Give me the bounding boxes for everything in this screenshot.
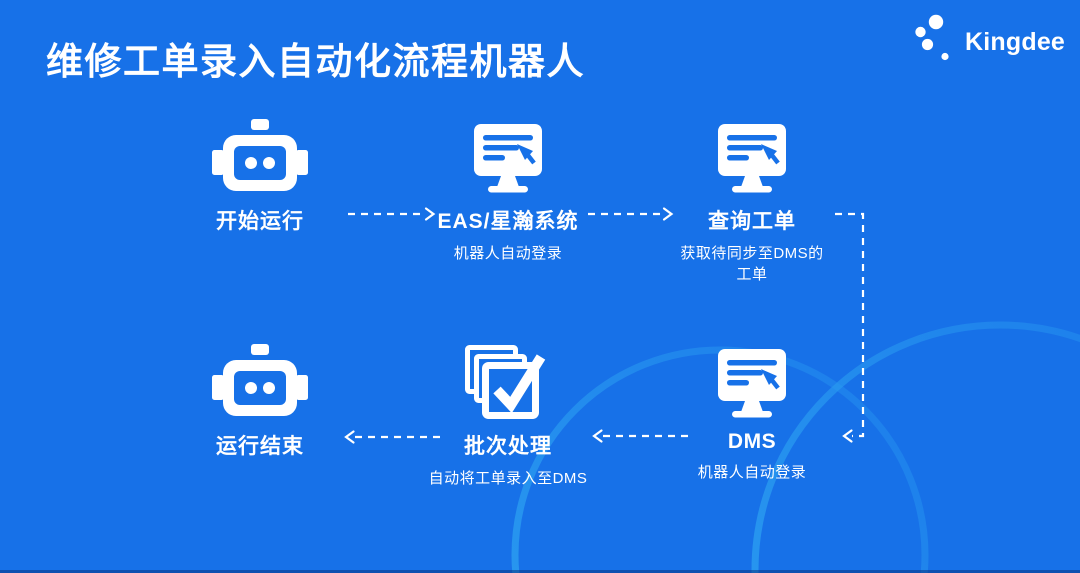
bottom-edge-strip [0, 570, 1080, 573]
node-subtitle: 机器人自动登录 [453, 245, 563, 262]
node-subtitle: 自动将工单录入至DMS [428, 470, 588, 487]
node-label: 查询工单 [708, 210, 796, 233]
flow-node-end: 运行结束 [150, 343, 370, 460]
flow-node-query: 查询工单 获取待同步至DMS的工单 [642, 118, 862, 285]
node-label: EAS/星瀚系统 [437, 210, 579, 233]
kingdee-logo: Kingdee [912, 13, 1065, 65]
monitor-icon [713, 118, 791, 200]
page-title: 维修工单录入自动化流程机器人 [46, 41, 585, 82]
kingdee-logo-text: Kingdee [965, 28, 1066, 56]
batch-check-icon [465, 343, 551, 425]
robot-icon [212, 343, 308, 425]
flow-node-start: 开始运行 [150, 118, 370, 235]
monitor-icon [469, 118, 547, 200]
kingdee-logo-dots-icon [915, 14, 949, 61]
node-label: 运行结束 [216, 435, 304, 458]
node-subtitle: 机器人自动登录 [697, 464, 807, 481]
node-label: 批次处理 [464, 435, 552, 458]
node-subtitle: 获取待同步至DMS的工单 [680, 245, 824, 283]
robot-icon [212, 118, 308, 200]
flow-node-dms: DMS 机器人自动登录 [642, 343, 862, 483]
monitor-icon [713, 343, 791, 425]
flow-node-batch: 批次处理 自动将工单录入至DMS [398, 343, 618, 489]
node-label: 开始运行 [216, 210, 304, 233]
flow-node-eas: EAS/星瀚系统 机器人自动登录 [398, 118, 618, 264]
node-label: DMS [727, 430, 777, 453]
